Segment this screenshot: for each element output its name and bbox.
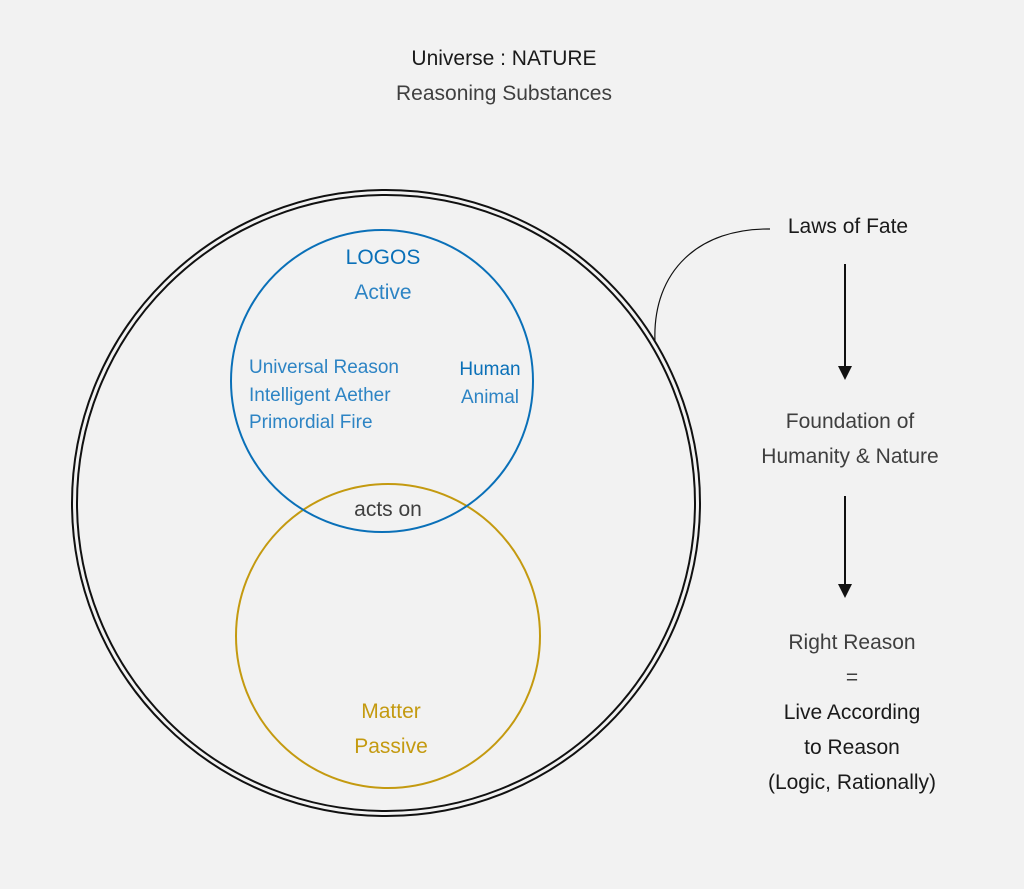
down-arrow-icon xyxy=(838,496,852,598)
matter-circle xyxy=(235,483,541,789)
laws-connector-line xyxy=(654,228,771,343)
matter-title: Matter xyxy=(361,700,421,723)
logos-attribute-intelligent-aether: Intelligent Aether xyxy=(249,385,391,406)
foundation-label-line1: Foundation of xyxy=(786,410,915,433)
logos-circle xyxy=(230,229,534,533)
matter-quality: Passive xyxy=(354,735,428,758)
logos-attribute-universal-reason: Universal Reason xyxy=(249,357,399,378)
right-reason-label: Right Reason xyxy=(788,631,915,654)
foundation-label-line2: Humanity & Nature xyxy=(761,445,938,468)
universe-circle xyxy=(71,189,701,817)
logic-rationally-label: (Logic, Rationally) xyxy=(768,771,936,794)
diagram-title: Universe : NATURE xyxy=(411,47,596,70)
diagram-subtitle: Reasoning Substances xyxy=(396,82,612,105)
human-label: Human xyxy=(459,359,520,380)
logos-title: LOGOS xyxy=(346,246,421,269)
down-arrow-icon xyxy=(838,264,852,380)
to-reason-label: to Reason xyxy=(804,736,900,759)
animal-label: Animal xyxy=(461,387,519,408)
acts-on-label: acts on xyxy=(354,498,422,521)
logos-quality: Active xyxy=(354,281,411,304)
live-according-label: Live According xyxy=(784,701,921,724)
laws-of-fate-label: Laws of Fate xyxy=(788,215,908,238)
equals-sign: = xyxy=(846,666,858,689)
logos-attribute-primordial-fire: Primordial Fire xyxy=(249,412,373,433)
